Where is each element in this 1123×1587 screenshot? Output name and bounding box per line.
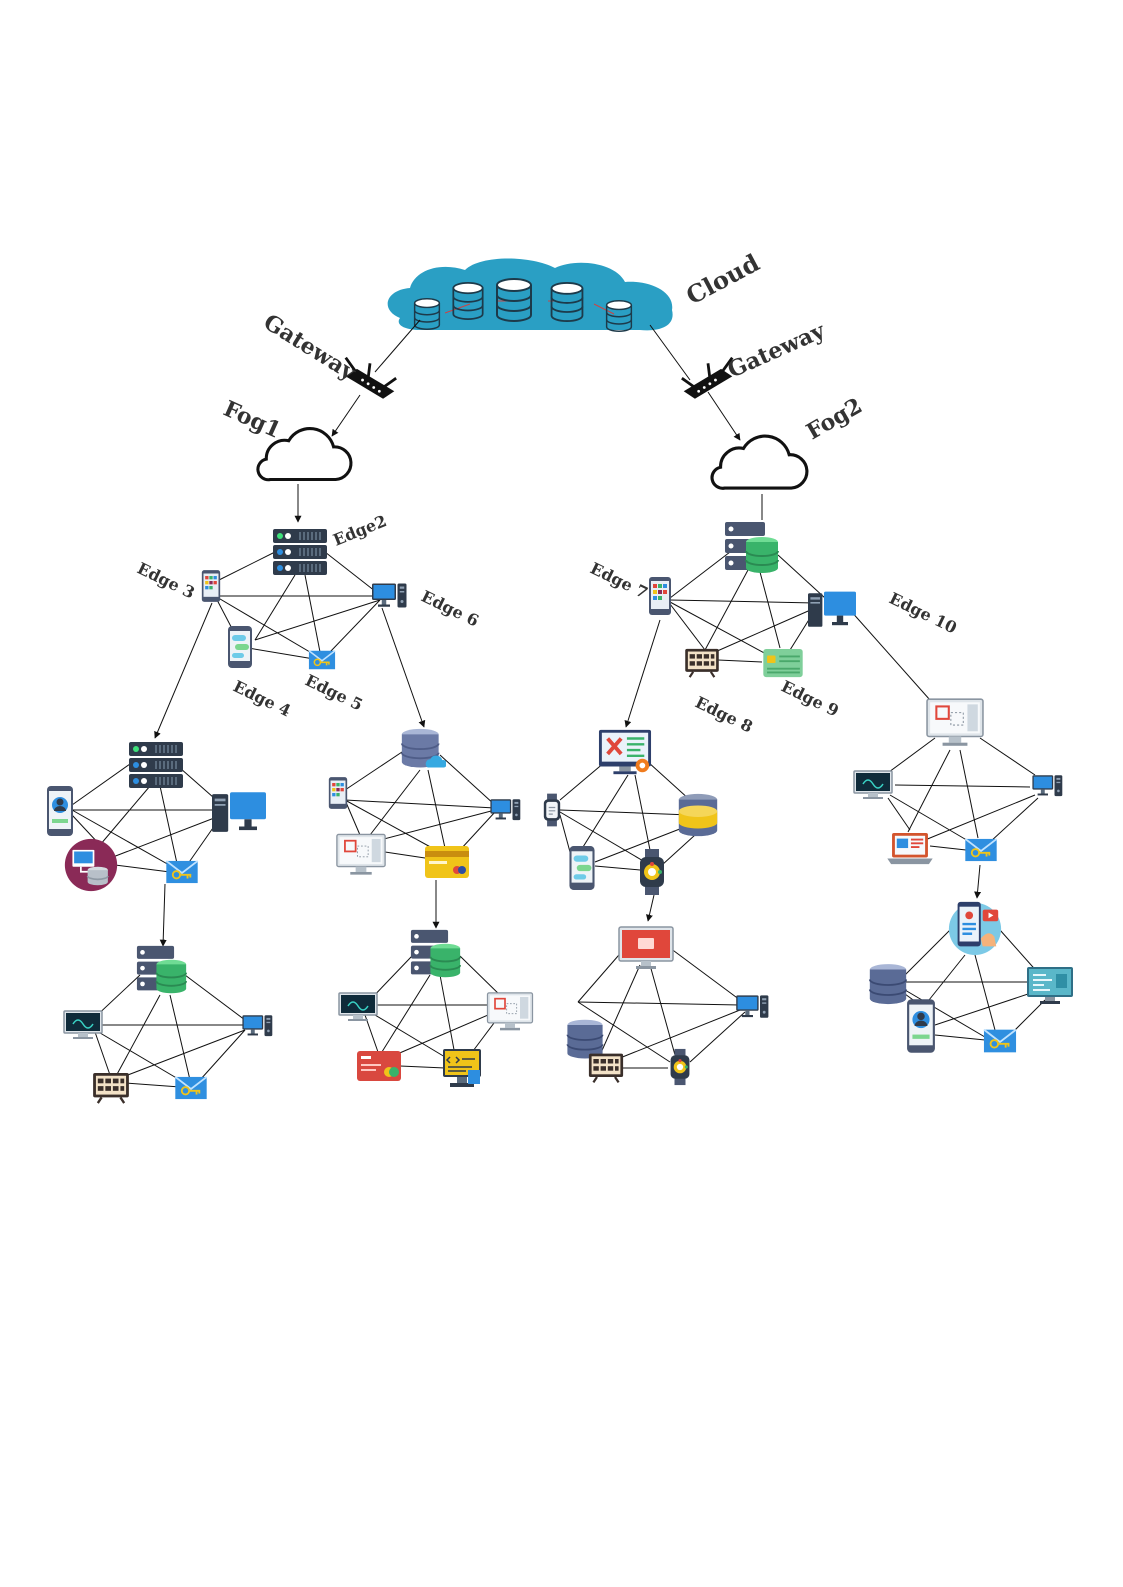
desktop-pc-icon [1032,775,1063,797]
database-icon [868,963,908,1006]
database-server-icon [136,944,188,995]
fog2-edge-cluster [624,521,982,899]
cross-platform-icon [64,838,118,892]
edge8-label: Edge 8 [692,693,756,737]
fog-cloud-icon [710,434,809,490]
fog1-edge-cluster [154,528,426,739]
laptop-icon [886,832,934,866]
cluster-far-right-1 [853,698,1063,866]
monitor-icon [853,770,893,800]
gateway-left-label: Gateway [259,309,361,386]
credit-card-icon [356,1050,402,1082]
design-monitor-icon [336,833,386,876]
database-server-icon [724,521,779,574]
monitor-icon [618,926,674,970]
keyboard-tv-icon [684,648,720,678]
envelope-key-icon [165,860,199,884]
desktop-pc-icon [490,799,521,821]
smartphone-icon [228,626,252,668]
database-icon [678,793,718,837]
smartwatch-icon [640,849,664,895]
cluster-middle-1 [328,727,521,929]
edge6-label: Edge 6 [418,587,482,631]
code-screen-icon [442,1048,482,1088]
server-rack-icon [128,741,184,789]
cluster-left-2 [63,944,273,1104]
credit-card-icon [425,846,469,878]
uplinks [294,319,763,523]
smartphone-icon [649,577,671,615]
edge9-label: Edge 9 [778,677,842,721]
desktop-pc-icon [242,1015,273,1037]
fog2-label: Fog2 [802,393,867,445]
smartphone-icon [201,570,221,602]
smartphone-icon [328,777,348,809]
envelope-key-icon [983,1028,1017,1054]
edge5-label: Edge 5 [302,671,366,715]
edge10-label: Edge 10 [886,589,960,638]
desktop-pc-icon [736,995,769,1018]
smartphone-icon [47,786,73,836]
desktop-pc-icon [372,583,407,608]
desktop-pc-icon [808,591,856,627]
design-monitor-icon [486,992,534,1032]
cloud-label: Cloud [681,248,764,311]
database-icon [566,1018,604,1060]
mobile-app-icon [947,900,1003,956]
edge3-label: Edge 3 [134,559,198,603]
keyboard-tv-icon [92,1072,130,1104]
envelope-key-icon [307,650,337,670]
server-rack-icon [272,528,328,576]
cluster-left-1 [47,741,266,947]
smartphone-icon [569,846,595,890]
keyboard-tv-icon [588,1052,624,1084]
envelope-key-icon [964,838,998,862]
desktop-pc-icon [212,792,266,832]
tools-screen-icon [598,728,652,776]
database-cloud-icon [400,727,446,769]
cluster-far-right-2 [868,900,1074,1054]
envelope-key-icon [174,1076,208,1100]
smartphone-icon [907,999,935,1053]
cluster-middle-2 [338,928,534,1088]
fog1-label: Fog1 [220,396,285,444]
edge7-label: Edge 7 [587,559,651,603]
fog1-cluster-links [214,551,381,661]
database-server-icon [410,928,462,979]
cluster-right-1 [543,728,718,922]
main-cloud [387,258,673,332]
cluster-right-2 [566,926,769,1086]
gateway-right-label: Gateway [724,317,830,383]
design-monitor-icon [926,698,984,747]
code-screen-icon [1026,966,1074,1005]
smartwatch-icon [543,792,561,828]
edge2-label: Edge2 [330,511,389,550]
edge4-label: Edge 4 [230,677,294,721]
smartwatch-icon [670,1048,690,1086]
monitor-icon [338,992,378,1022]
sim-card-icon [762,648,804,678]
